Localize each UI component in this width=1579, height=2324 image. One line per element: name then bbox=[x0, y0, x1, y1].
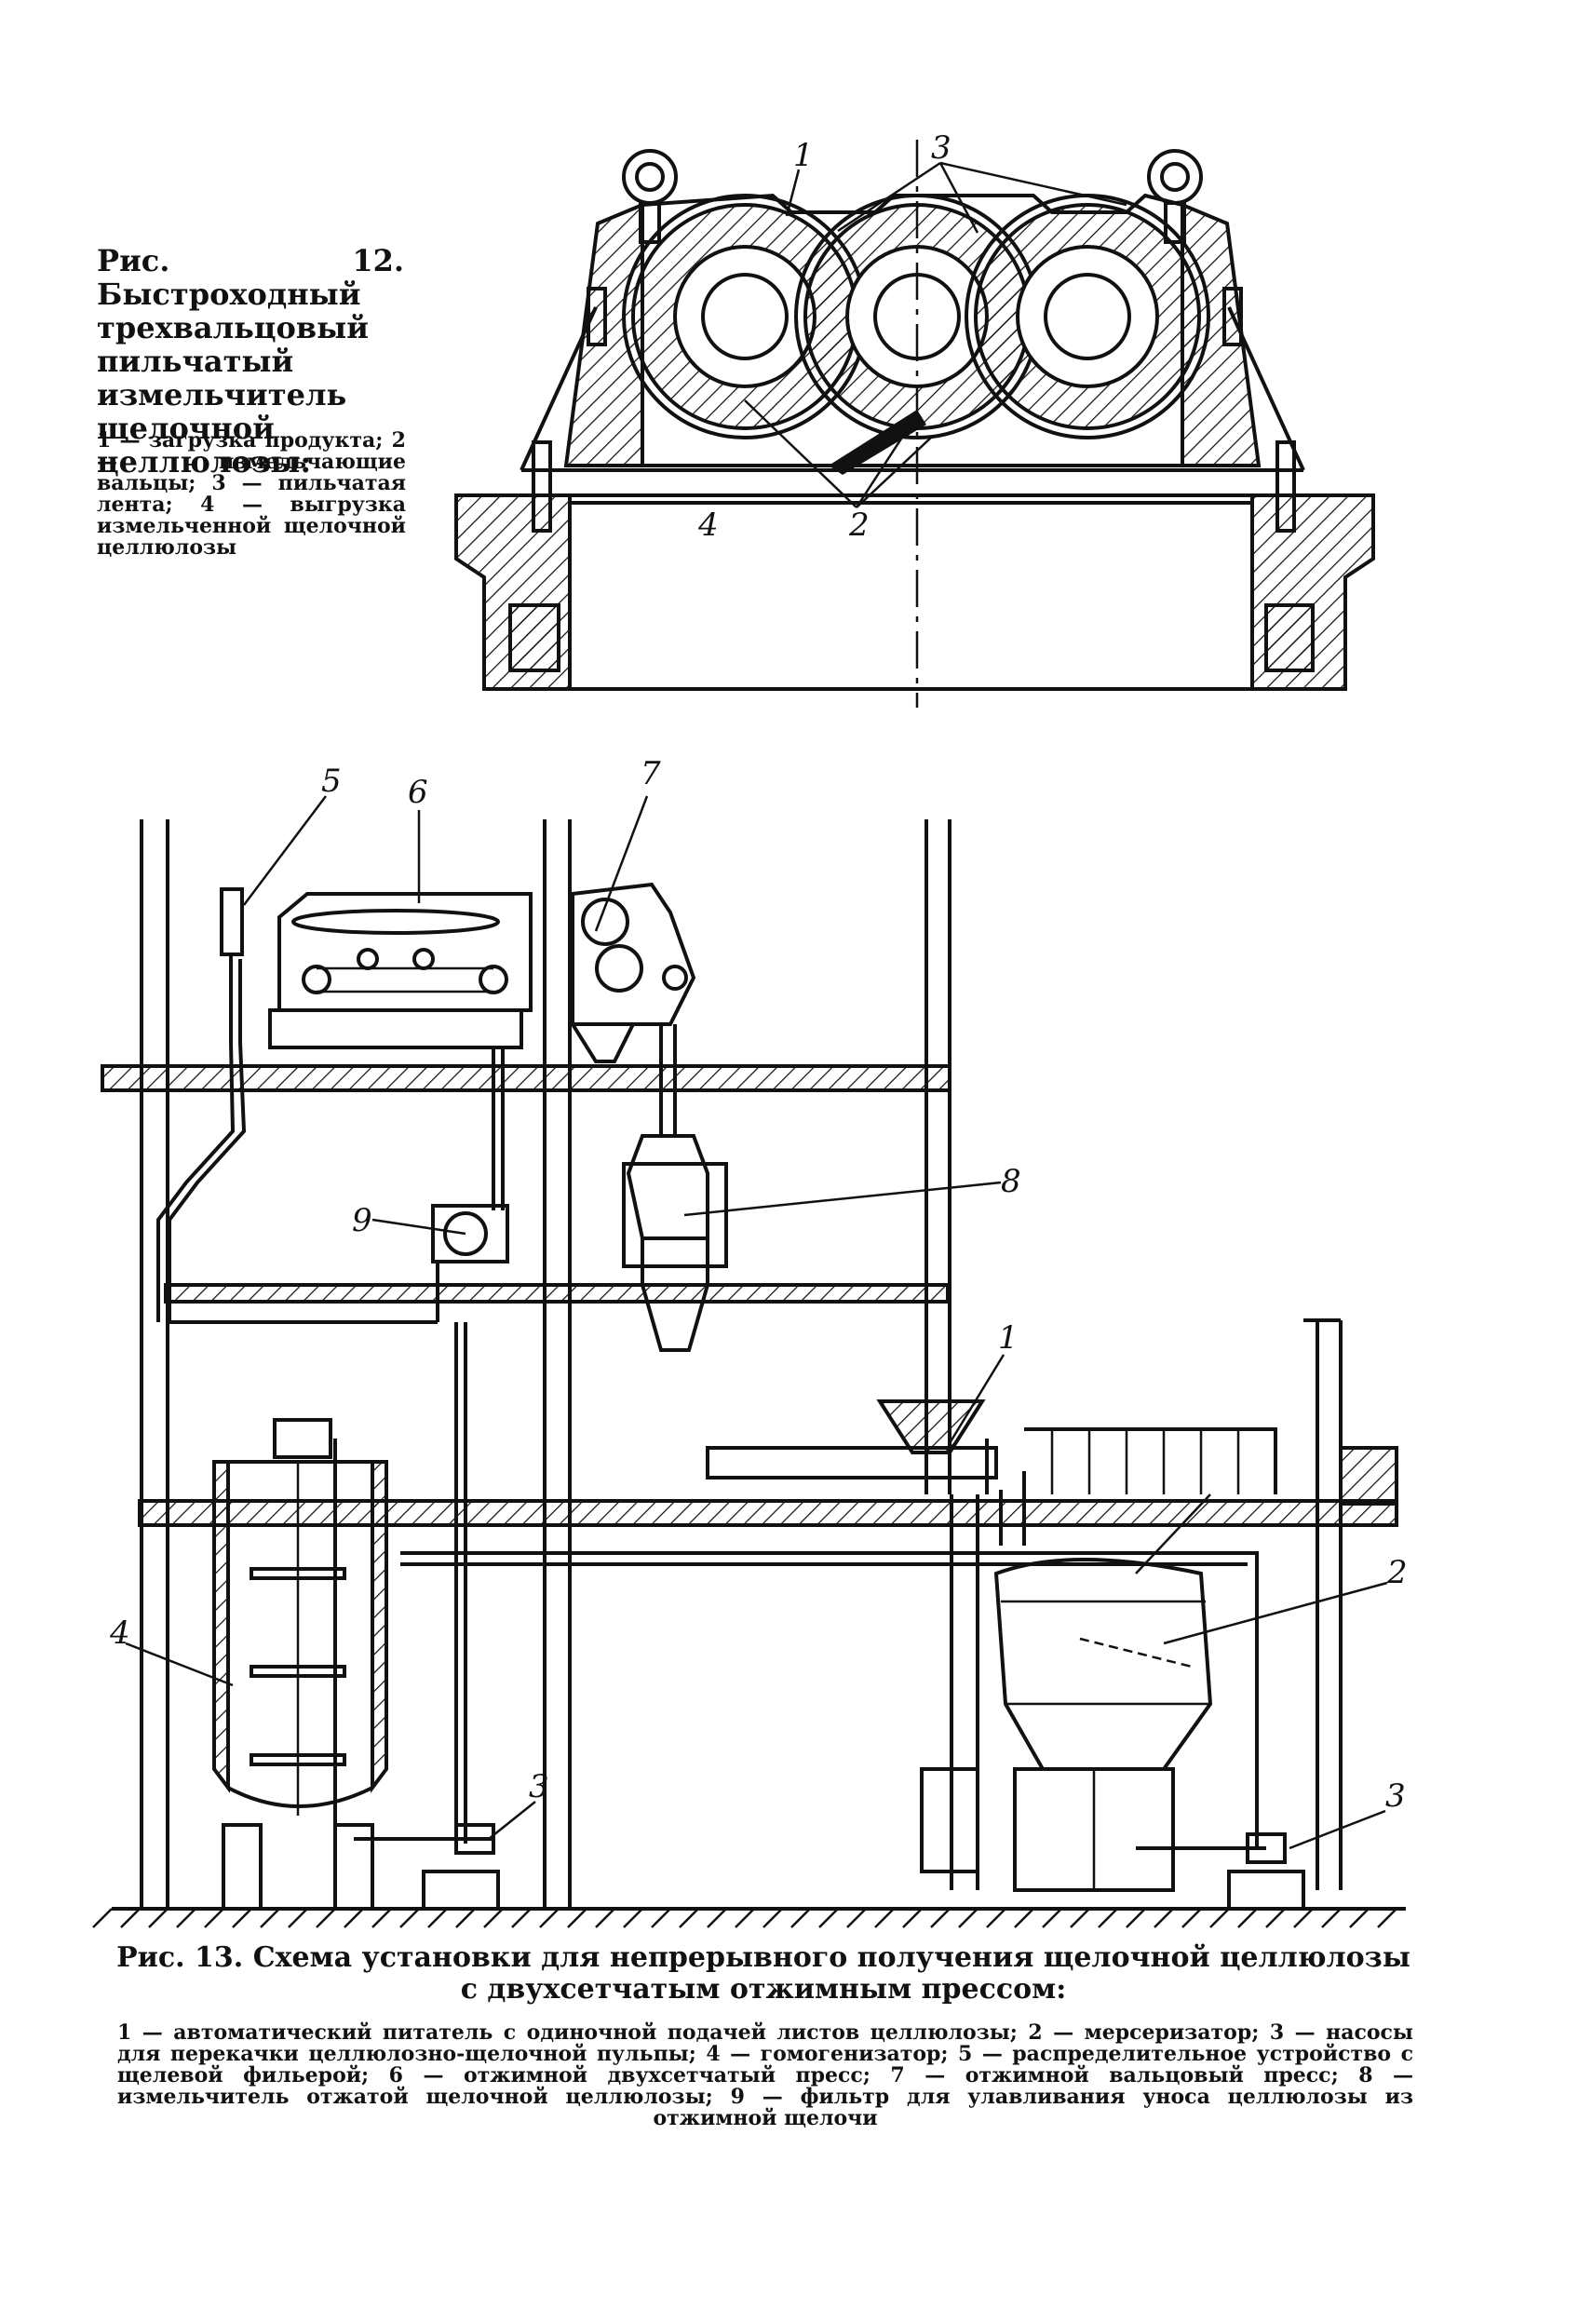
fig13-pumps bbox=[354, 1823, 1305, 1911]
fig13-label-9: 9 bbox=[352, 1202, 372, 1239]
fig13-distributor bbox=[156, 887, 438, 1324]
fig13-feeder bbox=[706, 1399, 1277, 1574]
fig13-label-7: 7 bbox=[641, 755, 661, 792]
figure-13-legend: 1 — автоматический питатель с одиночной … bbox=[117, 2020, 1413, 2130]
figure-13-caption: Рис. 13. Схема установки для непрерывног… bbox=[116, 1941, 1410, 2006]
fig13-roller-press bbox=[569, 882, 696, 1063]
fig13-label-5: 5 bbox=[321, 763, 342, 800]
fig13-filter bbox=[431, 1047, 509, 1844]
fig13-piping bbox=[333, 1439, 1259, 1848]
fig12-rollers bbox=[622, 140, 1210, 708]
figure-12-legend: 1 — загрузка продукта; 2 — измельчающие … bbox=[97, 428, 406, 560]
fig12-label-1: 1 bbox=[793, 137, 814, 174]
fig13-label-3-right: 3 bbox=[1385, 1777, 1406, 1815]
fig13-label-1: 1 bbox=[998, 1319, 1019, 1357]
fig13-crusher bbox=[622, 1024, 728, 1352]
fig13-homogenizer bbox=[212, 1418, 388, 1911]
fig12-label-4: 4 bbox=[697, 507, 719, 544]
fig12-label-3: 3 bbox=[931, 129, 951, 167]
fig13-mercerizer bbox=[920, 1471, 1213, 1892]
figure-12-caption: Рис. 12. Быстроходный трехвальцовый пиль… bbox=[97, 243, 404, 480]
fig13-double-mesh-press bbox=[268, 892, 533, 1049]
fig12-base-frame bbox=[454, 493, 1375, 691]
fig13-label-8: 8 bbox=[1001, 1163, 1021, 1200]
fig13-label-3-left: 3 bbox=[529, 1768, 549, 1805]
fig13-building-frame bbox=[92, 819, 1406, 1928]
fig12-label-2: 2 bbox=[848, 507, 870, 544]
fig12-leaders bbox=[744, 161, 1127, 508]
fig13-label-2: 2 bbox=[1386, 1554, 1408, 1591]
fig13-label-6: 6 bbox=[408, 774, 428, 811]
fig13-leaders bbox=[125, 795, 1388, 1850]
fig13-label-4: 4 bbox=[109, 1615, 130, 1652]
fig12-lifting-eyes bbox=[532, 149, 1296, 533]
